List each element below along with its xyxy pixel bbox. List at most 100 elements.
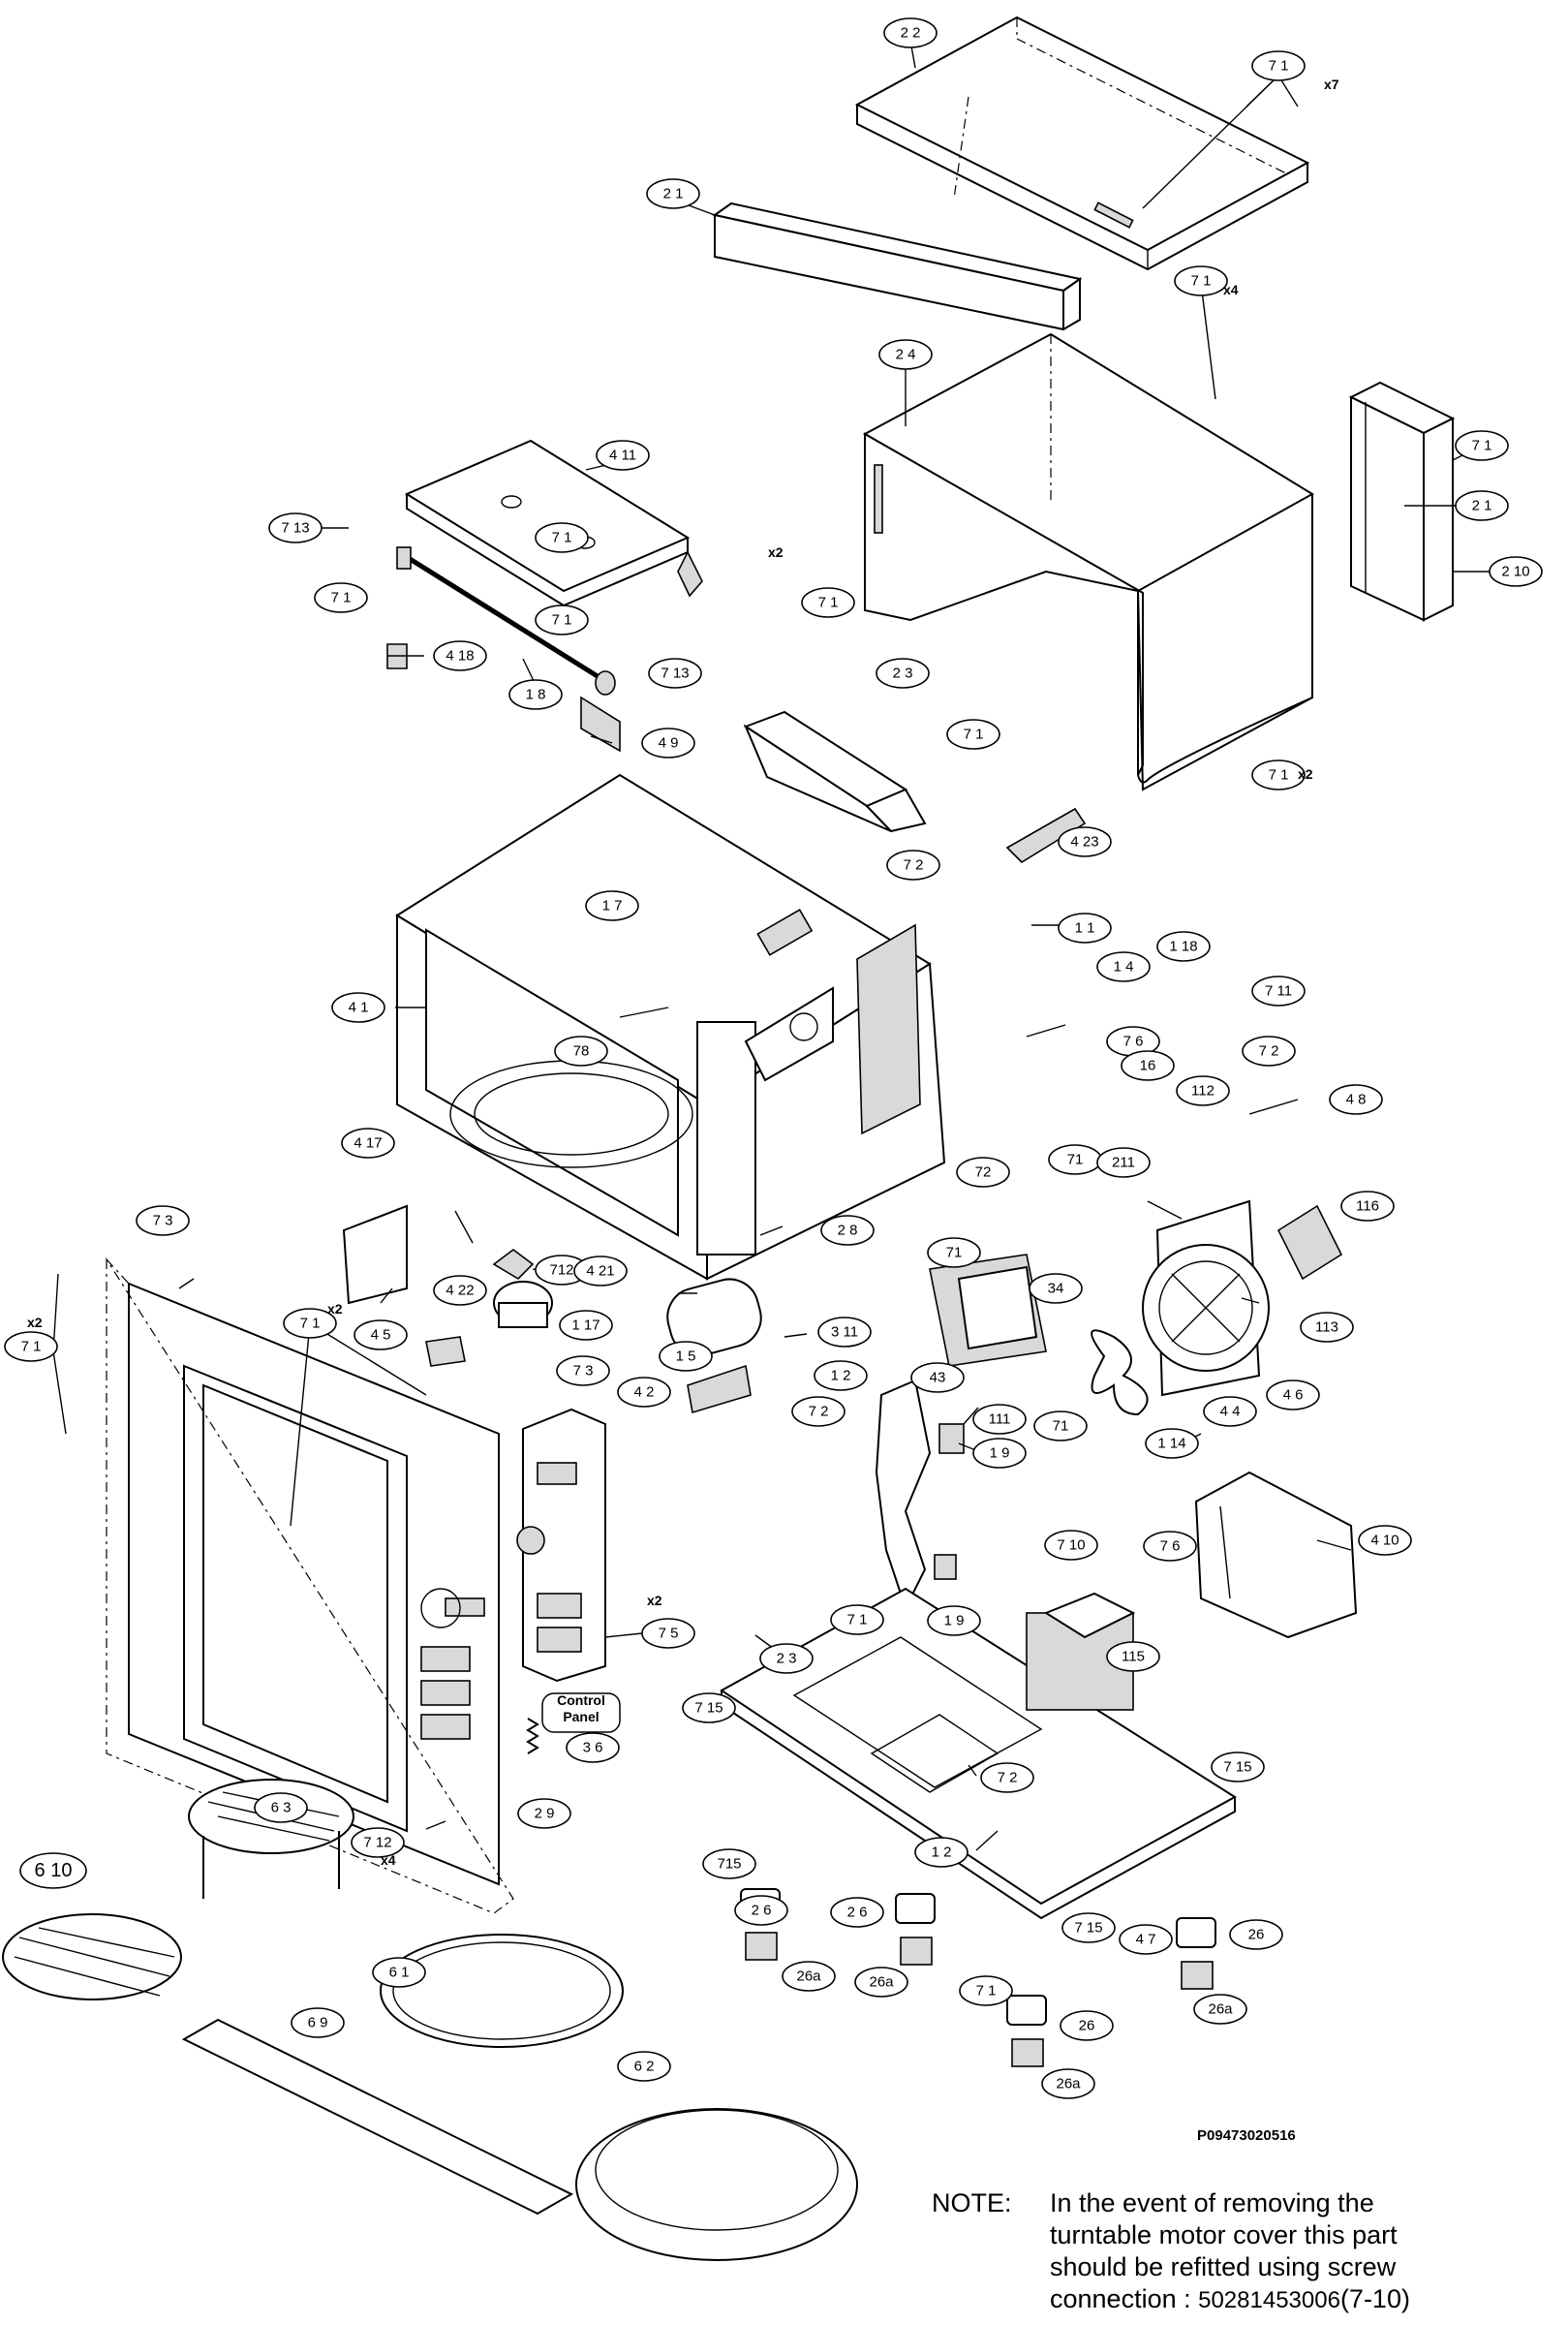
callout-number: 7 2: [809, 1404, 829, 1420]
callout-bubble: 4 6: [1266, 1380, 1320, 1410]
callout-number: 4 7: [1136, 1932, 1156, 1948]
callout-ellipse: [1106, 1641, 1160, 1672]
callout-ellipse: [341, 1128, 395, 1159]
callout-ellipse: [854, 1967, 908, 1998]
quantity-multiplier: x2: [647, 1593, 662, 1608]
callout-ellipse: [1242, 1036, 1296, 1067]
callout-bubble: 26: [1060, 2010, 1114, 2041]
top-plate-22: [854, 16, 1310, 271]
callout-ellipse: [573, 1256, 628, 1286]
callout-bubble: 7 2: [791, 1396, 845, 1427]
callout-bubble: 7 2: [886, 850, 940, 881]
callout-number: 7 10: [1057, 1537, 1085, 1554]
callout-bubble: 7 3: [556, 1355, 610, 1386]
callout-number: 43: [930, 1370, 946, 1386]
callout-bubble: 3 11: [817, 1317, 872, 1348]
callout-number: 115: [1122, 1649, 1145, 1665]
callout-number: 7 1: [964, 727, 984, 743]
callout-number: 4 23: [1070, 834, 1098, 851]
callout-bubble: 7 5: [641, 1618, 695, 1649]
callout-number: 71: [946, 1245, 963, 1261]
callout-number: 26a: [869, 1974, 894, 1991]
callout-number: 71: [1053, 1418, 1069, 1435]
callout-ellipse: [956, 1157, 1010, 1188]
callout-ellipse: [585, 890, 639, 921]
callout-bubble: 116: [1340, 1191, 1395, 1222]
callout-bubble: 1 1: [1058, 913, 1112, 944]
callout-ellipse: [1096, 951, 1151, 982]
control-panel-board: [516, 1408, 606, 1683]
callout-number: 6 1: [389, 1965, 410, 1981]
callout-bubble: 2 2: [883, 17, 938, 48]
callout-bubble: 26a: [854, 1967, 908, 1998]
callout-bubble: 4 1: [331, 992, 385, 1023]
callout-ellipse: [927, 1605, 981, 1636]
callout-ellipse: [136, 1205, 190, 1236]
callout-number: 7 2: [998, 1770, 1018, 1786]
callout-ellipse: [1119, 1924, 1173, 1955]
callout-bubble: 7 2: [1242, 1036, 1296, 1067]
callout-number: 7 1: [976, 1983, 997, 2000]
callout-number: 7 1: [331, 590, 352, 606]
callout-number: 715: [717, 1856, 741, 1873]
quantity-multiplier: x2: [327, 1301, 343, 1317]
callout-bubble: 71: [927, 1237, 981, 1268]
callout-ellipse: [927, 1237, 981, 1268]
callout-ellipse: [1489, 556, 1543, 587]
callout-ellipse: [876, 658, 930, 689]
callout-ellipse: [1029, 1273, 1083, 1304]
callout-bubble: 6 9: [291, 2007, 345, 2038]
callout-bubble: 4 17: [341, 1128, 395, 1159]
callout-number: 71: [1067, 1152, 1084, 1168]
callout-number: 1 14: [1157, 1436, 1185, 1452]
callout-ellipse: [351, 1827, 405, 1858]
callout-number: 1 18: [1169, 939, 1197, 955]
callout-ellipse: [1041, 2068, 1095, 2099]
callout-ellipse: [1340, 1191, 1395, 1222]
callout-ellipse: [1229, 1919, 1283, 1950]
callout-number: 1 2: [932, 1844, 952, 1861]
quantity-multiplier: x4: [1223, 282, 1239, 297]
callout-bubble: 3 6: [566, 1732, 620, 1763]
callout-bubble: 2 6: [830, 1897, 884, 1928]
spring-29: [526, 1718, 539, 1754]
callout-bubble: 7 1: [535, 522, 589, 553]
callout-number: 2 1: [1472, 498, 1492, 514]
callout-bubble: 2 3: [876, 658, 930, 689]
callout-ellipse: [354, 1319, 408, 1350]
callout-ellipse: [702, 1848, 756, 1879]
callout-number: 26: [1248, 1927, 1265, 1943]
fan-duct-113: [1142, 1199, 1343, 1397]
turntable-62: [575, 2108, 858, 2261]
callout-bubble: 115: [1106, 1641, 1160, 1672]
callout-number: 26a: [1208, 2001, 1233, 2018]
callout-number: 116: [1356, 1198, 1379, 1215]
callout-ellipse: [1143, 1531, 1197, 1562]
callout-ellipse: [617, 2051, 671, 2082]
callout-bubble: 6 1: [372, 1957, 426, 1988]
callout-ellipse: [1203, 1396, 1257, 1427]
callout-number: 1 2: [831, 1368, 851, 1384]
callout-bubble: 7 1: [946, 719, 1000, 750]
callout-bubble: 211: [1096, 1147, 1151, 1178]
callout-ellipse: [830, 1604, 884, 1635]
callout-bubble: 6 2: [617, 2051, 671, 2082]
callout-number: 6 9: [308, 2015, 328, 2031]
callout-bubble: 113: [1300, 1312, 1354, 1343]
callout-ellipse: [554, 1036, 608, 1067]
roller-ring-61: [380, 1934, 624, 2048]
quantity-multiplier: x2: [1298, 766, 1313, 782]
callout-bubble: 7 3: [136, 1205, 190, 1236]
callout-number: 7 1: [1472, 438, 1492, 454]
callout-bubble: 7 15: [682, 1692, 736, 1723]
callout-ellipse: [1058, 913, 1112, 944]
callout-bubble: 7 11: [1251, 976, 1306, 1007]
callout-ellipse: [791, 1396, 845, 1427]
callout-number: 4 10: [1370, 1533, 1399, 1549]
callout-number: 7 2: [1259, 1043, 1279, 1060]
leader-lines: [52, 40, 1491, 1851]
callout-number: 2 6: [752, 1903, 772, 1919]
callout-number: 2 6: [847, 1905, 868, 1921]
callout-bubble: 2 6: [734, 1895, 788, 1926]
heater-element-18: [386, 546, 621, 753]
